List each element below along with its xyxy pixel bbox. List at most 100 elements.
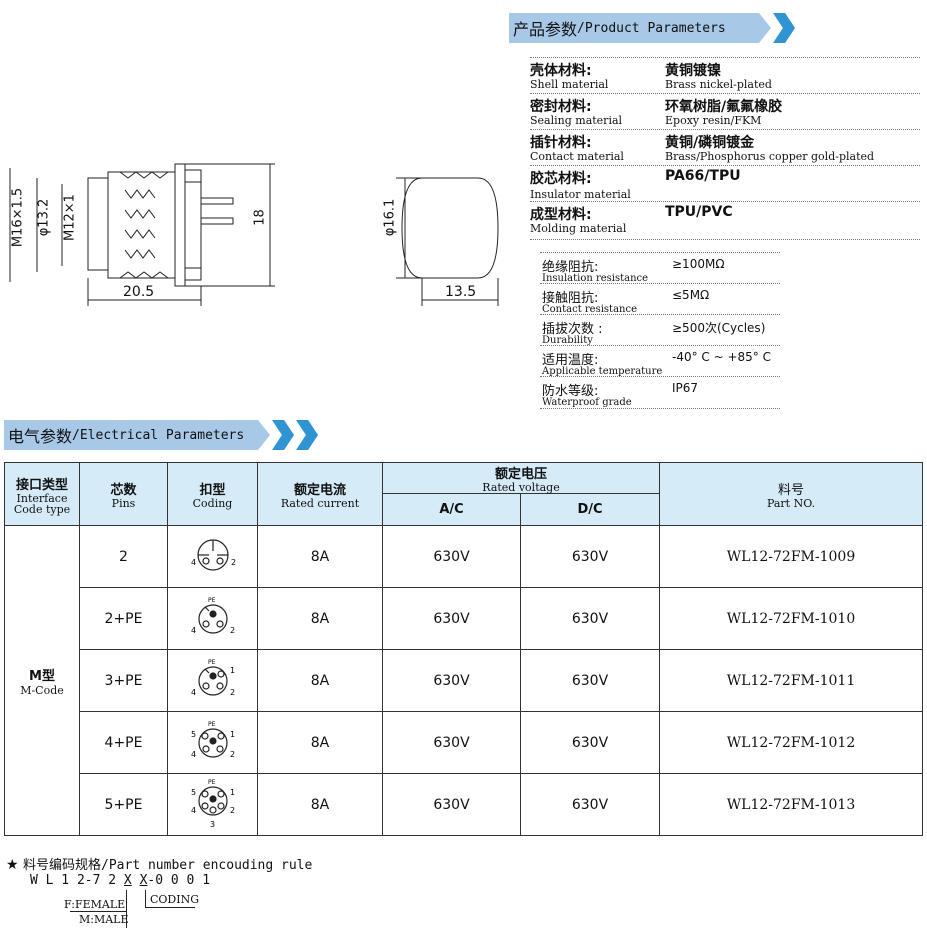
param-sealing: 密封材料: Sealing material 环氧树脂/氟氟橡胶 Epoxy r…	[530, 93, 920, 129]
svg-text:2: 2	[230, 806, 235, 815]
rule-line-gender	[126, 890, 127, 928]
part-no-cell: WL12-72FM-1013	[659, 773, 924, 836]
param-contact: 插针材料: Contact material 黄铜/磷铜镀金 Brass/Pho…	[530, 129, 920, 165]
product-params-title-cn: 产品参数	[513, 20, 578, 39]
dim-m16: M16×1.5	[10, 187, 26, 248]
coding-3pin-pe-icon: PE 1 4 2	[191, 659, 235, 697]
dc-cell: 630V	[519, 525, 661, 588]
chevron-icon	[773, 13, 795, 43]
star-icon: ★	[6, 857, 19, 873]
ac-cell: 630V	[382, 773, 521, 836]
coding-cell: PE 4 2	[167, 587, 258, 650]
svg-text:PE: PE	[208, 597, 216, 604]
svg-text:1: 1	[230, 730, 235, 739]
ac-cell: 630V	[382, 525, 521, 588]
dim-d16-1: φ16.1	[382, 198, 398, 237]
drawing-flange	[174, 163, 186, 287]
header-voltage: 额定电压 Rated voltage	[381, 462, 661, 494]
dc-cell: 630V	[519, 711, 661, 774]
ac-cell: 630V	[382, 649, 521, 712]
dc-cell: 630V	[519, 649, 661, 712]
product-params-banner: 产品参数/Product Parameters	[509, 13, 795, 43]
header-ac: A/C	[382, 493, 521, 526]
coding-cell: 4 2	[167, 525, 258, 588]
table-row: 4+PE PE 5 1 4 2 8A 630V 630V WL12-72FM-1…	[5, 711, 924, 774]
svg-text:2: 2	[230, 688, 235, 697]
svg-text:PE: PE	[208, 721, 216, 728]
header-dc: D/C	[519, 493, 661, 526]
coding-2pin-pe-icon: PE 4 2	[191, 597, 235, 635]
coding-cell: PE 5 1 4 2	[167, 711, 258, 774]
svg-text:4: 4	[191, 750, 196, 759]
svg-text:3: 3	[210, 820, 215, 829]
pins-cell: 3+PE	[79, 649, 168, 712]
param-insulation-resistance: 绝缘阻抗: Insulation resistance ≥100MΩ	[540, 252, 780, 284]
current-cell: 8A	[257, 587, 383, 650]
svg-text:1: 1	[230, 666, 235, 675]
table-row: M型 M-Code 2 4 2 8A 630V 630V WL12-72FM-1…	[4, 525, 924, 836]
dim-m12: M12×1	[62, 194, 78, 241]
coding-cell: PE 5 1 4 2 3	[167, 773, 258, 836]
svg-text:5: 5	[191, 730, 196, 739]
coding-2pin-icon: 4 2	[191, 538, 236, 571]
param-waterproof: 防水等级: Waterproof grade IP67	[540, 376, 780, 409]
pins-cell: 5+PE	[79, 773, 168, 836]
drawing-body-rear	[87, 177, 109, 271]
drawing-thread-body	[107, 171, 176, 279]
part-no-cell: WL12-72FM-1009	[659, 525, 924, 588]
drawing-threads	[119, 171, 169, 279]
svg-text:4: 4	[191, 626, 196, 635]
param-temperature: 适用温度: Applicable temperature -40° C ~ +8…	[540, 345, 780, 377]
svg-text:4: 4	[191, 558, 196, 567]
coding-cell: PE 1 4 2	[167, 649, 258, 712]
electrical-params-title-en: /Electrical Parameters	[72, 427, 245, 443]
rule-line-coding	[145, 890, 146, 908]
part-no-cell: WL12-72FM-1012	[659, 711, 924, 774]
dim-18: 18	[252, 209, 268, 226]
dim-20-5: 20.5	[123, 284, 155, 300]
header-code-type: 接口类型 Interface Code type	[4, 462, 80, 526]
svg-text:4: 4	[191, 806, 196, 815]
header-part-no: 料号 Part NO.	[659, 462, 924, 526]
header-coding: 扣型 Coding	[167, 462, 258, 526]
drawing-pin-2	[200, 217, 234, 225]
svg-text:5: 5	[191, 788, 196, 797]
chevron-icon	[272, 420, 294, 450]
rule-divider	[70, 911, 127, 912]
param-molding: 成型材料: Molding material TPU/PVC	[530, 201, 920, 240]
part-rule-title: ★ 料号编码规格/Part number encouding rule	[6, 857, 313, 873]
svg-text:2: 2	[230, 626, 235, 635]
rule-female: F:FEMALE	[64, 898, 126, 911]
ac-cell: 630V	[382, 587, 521, 650]
coding-5pin-pe-icon: PE 5 1 4 2 3	[191, 779, 235, 829]
part-no-cell: WL12-72FM-1010	[659, 587, 924, 650]
rule-line-coding-h	[145, 907, 195, 908]
svg-text:PE: PE	[208, 779, 216, 786]
part-no-cell: WL12-72FM-1011	[659, 649, 924, 712]
pins-cell: 2	[79, 525, 168, 588]
drawing-pin-1	[200, 197, 234, 205]
part-rule-code: W L 1 2-7 2 X X-0 0 0 1	[30, 873, 211, 888]
code-type-cell: M型 M-Code	[4, 525, 80, 836]
dc-cell: 630V	[519, 587, 661, 650]
table-row: 2+PE PE 4 2 8A 630V 630V WL12-72FM-1010	[5, 587, 924, 650]
table-row: 3+PE PE 1 4 2 8A 630V 630V WL12-72FM-101…	[5, 649, 924, 712]
ac-cell: 630V	[382, 711, 521, 774]
dim-d13-2: φ13.2	[36, 198, 52, 237]
dim-13-5: 13.5	[445, 284, 477, 300]
dc-cell: 630V	[519, 773, 661, 836]
param-shell: 壳体材料: Shell material 黄铜镀镍 Brass nickel-p…	[530, 57, 920, 93]
pins-cell: 4+PE	[79, 711, 168, 774]
current-cell: 8A	[257, 649, 383, 712]
svg-text:2: 2	[230, 750, 235, 759]
svg-text:2: 2	[231, 558, 236, 567]
param-contact-resistance: 接触阻抗: Contact resistance ≤5MΩ	[540, 283, 780, 315]
svg-text:PE: PE	[208, 659, 216, 666]
header-pins: 芯数 Pins	[79, 462, 168, 526]
electrical-table: 接口类型 Interface Code type 芯数 Pins 扣型 Codi…	[4, 462, 924, 836]
electrical-params-banner: 电气参数/Electrical Parameters	[4, 420, 318, 450]
param-insulator: 胶芯材料: Insulator material PA66/TPU	[530, 165, 920, 201]
svg-text:1: 1	[230, 788, 235, 797]
current-cell: 8A	[257, 711, 383, 774]
drawing-nut	[184, 169, 202, 281]
